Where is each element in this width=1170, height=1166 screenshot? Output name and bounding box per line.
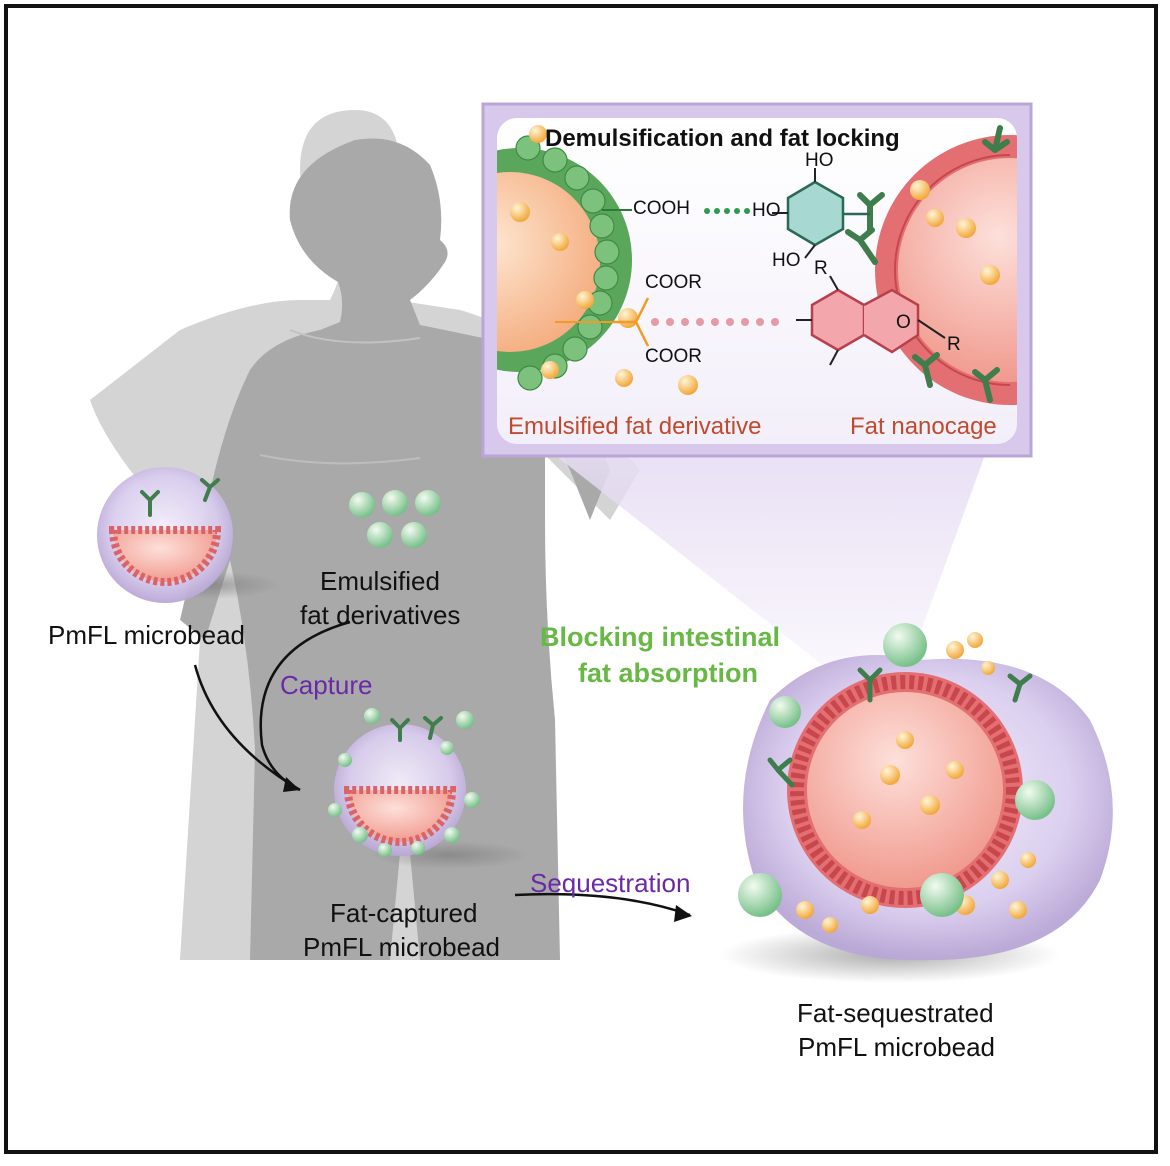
label-fat-sequestrated-line1: Fat-sequestrated — [797, 998, 994, 1028]
zoom-beam — [555, 455, 985, 675]
chem-r-top: R — [814, 258, 828, 279]
label-fat-captured-line1: Fat-captured — [330, 898, 478, 928]
chem-coor-bottom: COOR — [645, 346, 702, 367]
chem-ho-top: HO — [805, 150, 834, 171]
inset-left-label: Emulsified fat derivative — [508, 413, 762, 440]
label-fat-captured-line2: PmFL microbead — [303, 932, 500, 962]
emulsified-droplets-graphic — [349, 490, 441, 548]
label-blocking-line2: fat absorption — [578, 658, 758, 688]
label-sequestration: Sequestration — [530, 868, 691, 898]
chem-coor-top: COOR — [645, 272, 702, 293]
chem-o: O — [896, 312, 911, 333]
label-fat-sequestrated-line2: PmFL microbead — [798, 1032, 995, 1062]
fat-sequestrated-microbead-graphic — [720, 623, 1113, 983]
inset-panel — [481, 102, 1033, 458]
label-emulsified-line1: Emulsified — [320, 566, 440, 596]
chem-cooh: COOH — [633, 198, 690, 219]
chem-r-right: R — [947, 334, 961, 355]
inset-right-label: Fat nanocage — [850, 413, 997, 440]
chem-ho-mid: HO — [752, 200, 781, 221]
fat-captured-microbead-graphic — [328, 708, 530, 869]
chem-ho-bottom: HO — [772, 250, 801, 271]
pmfl-microbead-graphic — [97, 467, 280, 603]
label-emulsified-line2: fat derivatives — [300, 600, 461, 630]
label-pmfl-microbead: PmFL microbead — [48, 620, 245, 650]
label-capture: Capture — [280, 670, 373, 700]
inset-title: Demulsification and fat locking — [545, 125, 900, 152]
label-blocking-line1: Blocking intestinal — [540, 622, 781, 652]
